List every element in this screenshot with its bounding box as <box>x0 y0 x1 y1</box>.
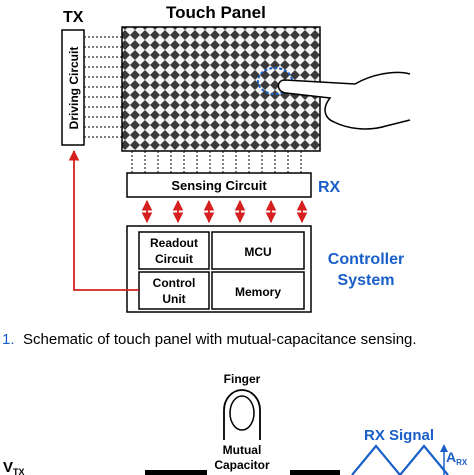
rx-signal-wave <box>351 444 449 475</box>
mutual-line2: Capacitor <box>214 458 270 472</box>
tx-dotted-lines <box>84 36 122 138</box>
hand-icon <box>277 71 411 130</box>
rx-electrode <box>290 470 340 475</box>
finger-label: Finger <box>224 372 261 386</box>
readout-line2: Circuit <box>155 252 193 266</box>
control-line1: Control <box>153 276 196 290</box>
rx-label: RX <box>318 179 341 196</box>
finger-nail-icon <box>229 395 255 431</box>
data-bus-arrows <box>141 199 308 224</box>
controller-line1: Controller <box>328 251 404 268</box>
rx-signal-label: RX Signal <box>364 427 434 444</box>
tx-electrode <box>145 470 207 475</box>
touch-panel-title: Touch Panel <box>166 3 266 22</box>
mcu-box <box>211 231 305 270</box>
arx-arrow-head <box>440 444 448 452</box>
arx-label: ARX <box>446 449 468 467</box>
control-unit-box <box>138 271 210 310</box>
caption-text: Schematic of touch panel with mutual-cap… <box>23 331 417 348</box>
control-feedback-wire <box>68 149 139 291</box>
readout-circuit-box <box>138 231 210 270</box>
vtx-label: VTX <box>3 459 25 475</box>
sensing-circuit-box <box>126 172 312 198</box>
caption-number: 1. <box>2 331 15 348</box>
rx-dotted-lines <box>131 151 302 173</box>
memory-box <box>211 271 305 310</box>
sensing-circuit-label: Sensing Circuit <box>171 178 267 193</box>
readout-line1: Readout <box>150 236 198 250</box>
tx-label: TX <box>63 9 84 26</box>
memory-label: Memory <box>235 285 281 299</box>
controller-line2: System <box>338 272 395 289</box>
mcu-label: MCU <box>244 245 271 259</box>
mutual-line1: Mutual <box>223 443 262 457</box>
driving-circuit-label: Driving Circuit <box>67 47 81 130</box>
control-line2: Unit <box>162 292 185 306</box>
